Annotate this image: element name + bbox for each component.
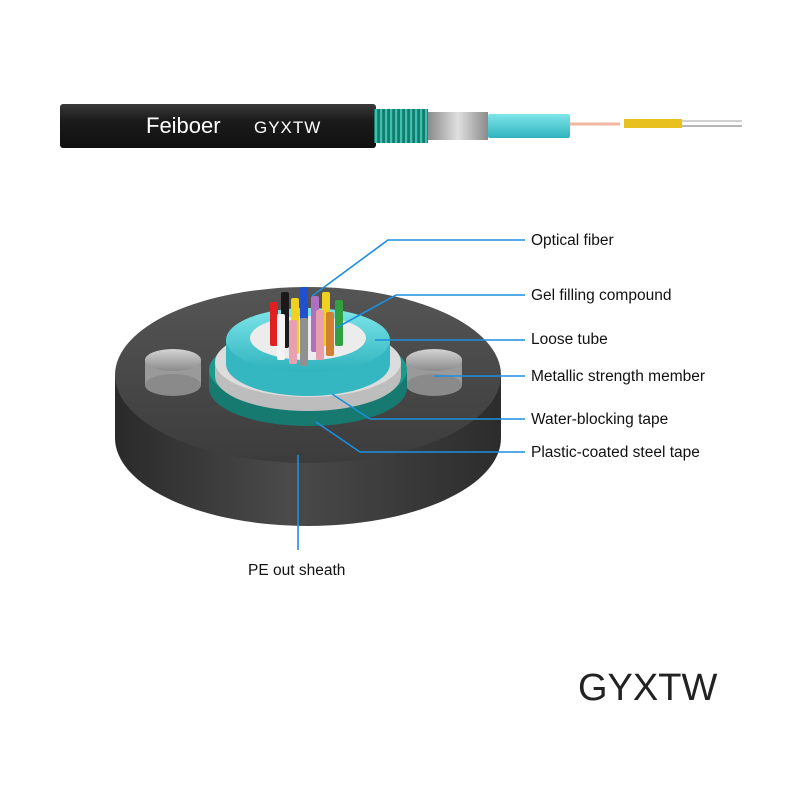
leader-water-blocking bbox=[331, 393, 525, 420]
strength-member-left bbox=[145, 349, 201, 396]
fiber bbox=[277, 314, 285, 360]
leader-lines bbox=[297, 239, 525, 550]
cable-steel-layer bbox=[428, 112, 488, 140]
model-caption: GYXTW bbox=[578, 667, 717, 709]
cable-fiber-colored bbox=[624, 119, 682, 128]
leader-gel-filling bbox=[335, 294, 525, 329]
label-water-blocking-tape: Water-blocking tape bbox=[531, 411, 668, 428]
label-metallic-strength-member: Metallic strength member bbox=[531, 368, 705, 385]
cable-model-text: GYXTW bbox=[254, 118, 321, 137]
leader-optical-fiber bbox=[311, 239, 525, 297]
strength-member-right bbox=[406, 349, 462, 396]
label-plastic-coated-steel-tape: Plastic-coated steel tape bbox=[531, 444, 700, 461]
fiber bbox=[316, 310, 324, 360]
fiber bbox=[326, 312, 334, 356]
label-pe-out-sheath: PE out sheath bbox=[248, 562, 345, 579]
cable-outer-sheath bbox=[60, 104, 376, 148]
label-loose-tube: Loose tube bbox=[531, 331, 608, 348]
fiber bbox=[289, 320, 297, 364]
label-optical-fiber: Optical fiber bbox=[531, 232, 614, 249]
fiber bbox=[300, 318, 308, 366]
cross-section bbox=[115, 287, 501, 526]
cable-brand-text: Feiboer bbox=[146, 113, 221, 138]
cable-tube-layer bbox=[488, 114, 570, 138]
leader-steel-tape bbox=[315, 421, 525, 453]
fiber bbox=[270, 302, 278, 346]
stripped-cable: Feiboer GYXTW bbox=[60, 104, 742, 148]
fiber bbox=[335, 300, 343, 346]
label-gel-filling-compound: Gel filling compound bbox=[531, 287, 671, 304]
optical-fibers bbox=[270, 287, 343, 366]
cable-armor-layer bbox=[374, 109, 428, 143]
